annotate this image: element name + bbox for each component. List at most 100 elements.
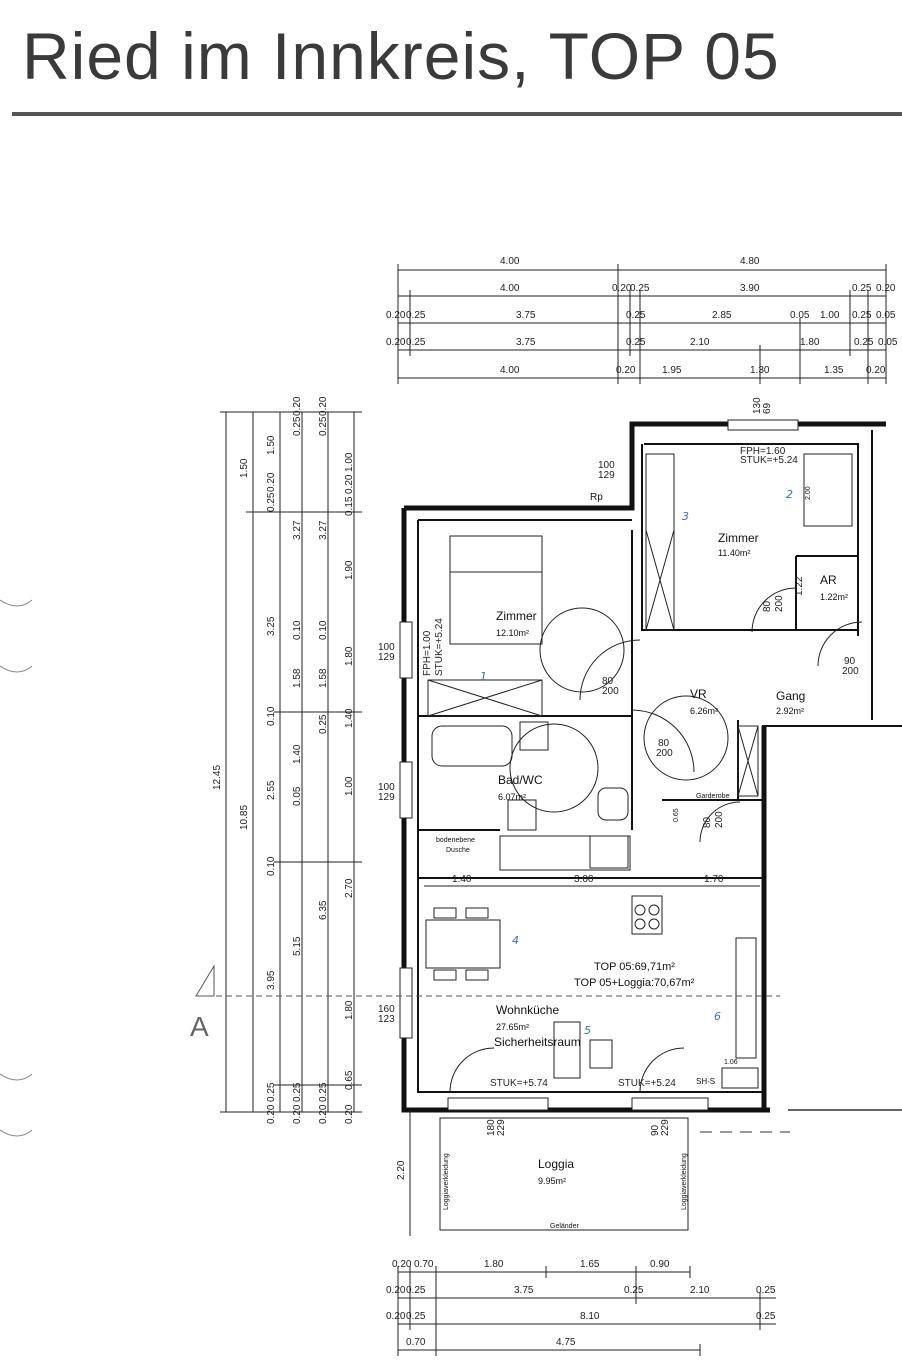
dim-label: 0.25 — [630, 283, 650, 294]
tag-label: 80 — [702, 816, 713, 828]
dim-label: 0.20 — [318, 396, 329, 416]
dim-label: 0.20 — [386, 1285, 406, 1296]
dim-label: 1.80 — [800, 337, 820, 348]
dim-label: 0.20 — [344, 474, 355, 494]
dim-label: 10.85 — [239, 805, 250, 830]
dim-label: 0.25 — [624, 1285, 644, 1296]
dim-label: 3.00 — [574, 874, 594, 885]
dim-label: 3.27 — [292, 520, 303, 540]
dim-label: 3.75 — [516, 337, 536, 348]
dusche-label-1: bodenebene — [436, 837, 475, 844]
tag-label: STUK=+5.24 — [434, 618, 445, 676]
dim-label: 0.90 — [650, 1259, 670, 1270]
total-area: TOP 05:69,71m² — [594, 961, 675, 973]
title-rule — [12, 112, 902, 116]
dim-label: 1.00 — [344, 452, 355, 472]
tag-label: FPH=1.60 — [740, 446, 786, 457]
furniture — [425, 453, 853, 1231]
dim-label: 4.00 — [500, 256, 520, 267]
room-name-wohn: Wohnküche — [496, 1003, 559, 1017]
dim-label: 3.25 — [266, 616, 277, 636]
dim-label: 0.25 — [406, 1311, 426, 1322]
room-area-zimmer-1: 12.10m² — [496, 628, 529, 638]
room-name-gang: Gang — [776, 689, 805, 703]
dim-label: 0.25 — [266, 1082, 277, 1102]
handwritten-number: 6 — [714, 1010, 721, 1023]
dim-label: 1.00 — [344, 776, 355, 796]
dim-label: 1.90 — [344, 560, 355, 580]
dim-label: 0.25 — [318, 416, 329, 436]
dim-label: 0.20 — [266, 1104, 277, 1124]
tag-label: 80 — [762, 600, 773, 612]
room-area-loggia: 9.95m² — [538, 1176, 566, 1186]
dim-label: 4.00 — [500, 365, 520, 376]
misc-label: 2.00 — [805, 486, 812, 500]
handwritten-number: 5 — [584, 1024, 591, 1037]
tag-label: 90 — [650, 1124, 661, 1136]
dim-label: 1.50 — [239, 458, 250, 478]
room-area-bad: 6.07m² — [498, 792, 526, 802]
binder-marks — [0, 599, 33, 1137]
tag-label: 123 — [378, 1014, 395, 1025]
dim-label: 0.20 — [866, 365, 886, 376]
misc-label: 0.65 — [673, 808, 680, 822]
bottom-dimension-labels: 0.20 0.70 1.80 1.65 0.90 0.20 0.25 3.75 … — [386, 1259, 776, 1348]
dim-label: 0.20 — [386, 310, 406, 321]
dusche-label-2: Dusche — [446, 847, 470, 854]
tag-label: 180 — [486, 1119, 497, 1136]
dim-label: 0.20 — [386, 337, 406, 348]
exterior-lines — [700, 1109, 902, 1133]
dim-label: 0.20 — [344, 1104, 355, 1124]
dim-label: 1.00 — [820, 310, 840, 321]
tag-label: STUK=+5.24 — [618, 1078, 676, 1089]
dim-label: 0.25 — [318, 714, 329, 734]
room-name-ar: AR — [820, 573, 837, 587]
windows — [399, 419, 799, 1111]
dim-label: 0.25 — [406, 1285, 426, 1296]
tag-label: 160 — [378, 1004, 395, 1015]
left-dimension-lines — [220, 411, 362, 1113]
dim-label: 8.10 — [580, 1311, 600, 1322]
section-line: A — [190, 964, 780, 1042]
left-dimension-labels: 12.45 10.85 1.50 1.50 0.25 0.20 3.25 0.1… — [212, 396, 355, 1124]
gelaender-label: Geländer — [550, 1223, 579, 1230]
door-tags: 80 200 80 200 80 200 90 200 80 200 1.22 — [602, 576, 859, 828]
dim-label: 0.25 — [406, 337, 426, 348]
dim-label: 3.90 — [740, 283, 760, 294]
sh-label: SH-S — [696, 1077, 715, 1086]
dim-label: 2.10 — [690, 1285, 710, 1296]
dim-label: 0.70 — [406, 1337, 426, 1348]
dim-label: 0.25 — [854, 337, 874, 348]
dim-label: 5.15 — [292, 936, 303, 956]
dim-label: 0.05 — [878, 337, 898, 348]
room-labels: Zimmer 12.10m² Zimmer 11.40m² AR 1.22m² … — [436, 486, 848, 1230]
dim-label: 1.58 — [292, 668, 303, 688]
dim-label: 0.20 — [318, 1104, 329, 1124]
dim-label: 3.75 — [516, 310, 536, 321]
rp-label: Rp — [590, 492, 603, 503]
loggia-cladding-right: Loggiaverkleidung — [681, 1153, 688, 1210]
tag-label: STUK=+5.24 — [740, 455, 798, 466]
tag-label: 90 — [844, 656, 856, 667]
dim-label: 0.25 — [292, 416, 303, 436]
tag-label: 130 — [752, 397, 763, 414]
dim-label: 0.25 — [756, 1285, 776, 1296]
dim-label: 12.45 — [212, 765, 223, 790]
dim-label: 0.25 — [318, 1082, 329, 1102]
section-marker: A — [190, 1011, 209, 1042]
dim-label: 0.15 — [344, 496, 355, 516]
top-dimension-labels: 4.00 4.80 4.00 0.20 0.25 3.90 0.25 0.20 … — [386, 256, 898, 376]
dim-label: 2.20 — [396, 1160, 407, 1180]
dim-label: 1.58 — [318, 668, 329, 688]
dim-label: 0.20 — [612, 283, 632, 294]
outer-walls — [401, 421, 902, 1113]
tag-label: 200 — [602, 686, 619, 697]
room-name-bad: Bad/WC — [498, 773, 543, 787]
dim-label: 1.35 — [824, 365, 844, 376]
dim-label: 2.10 — [690, 337, 710, 348]
dim-label: 0.05 — [790, 310, 810, 321]
garderobe-label: Garderobe — [696, 793, 730, 800]
room-area-ar: 1.22m² — [820, 592, 848, 602]
dim-label: 3.95 — [266, 970, 277, 990]
